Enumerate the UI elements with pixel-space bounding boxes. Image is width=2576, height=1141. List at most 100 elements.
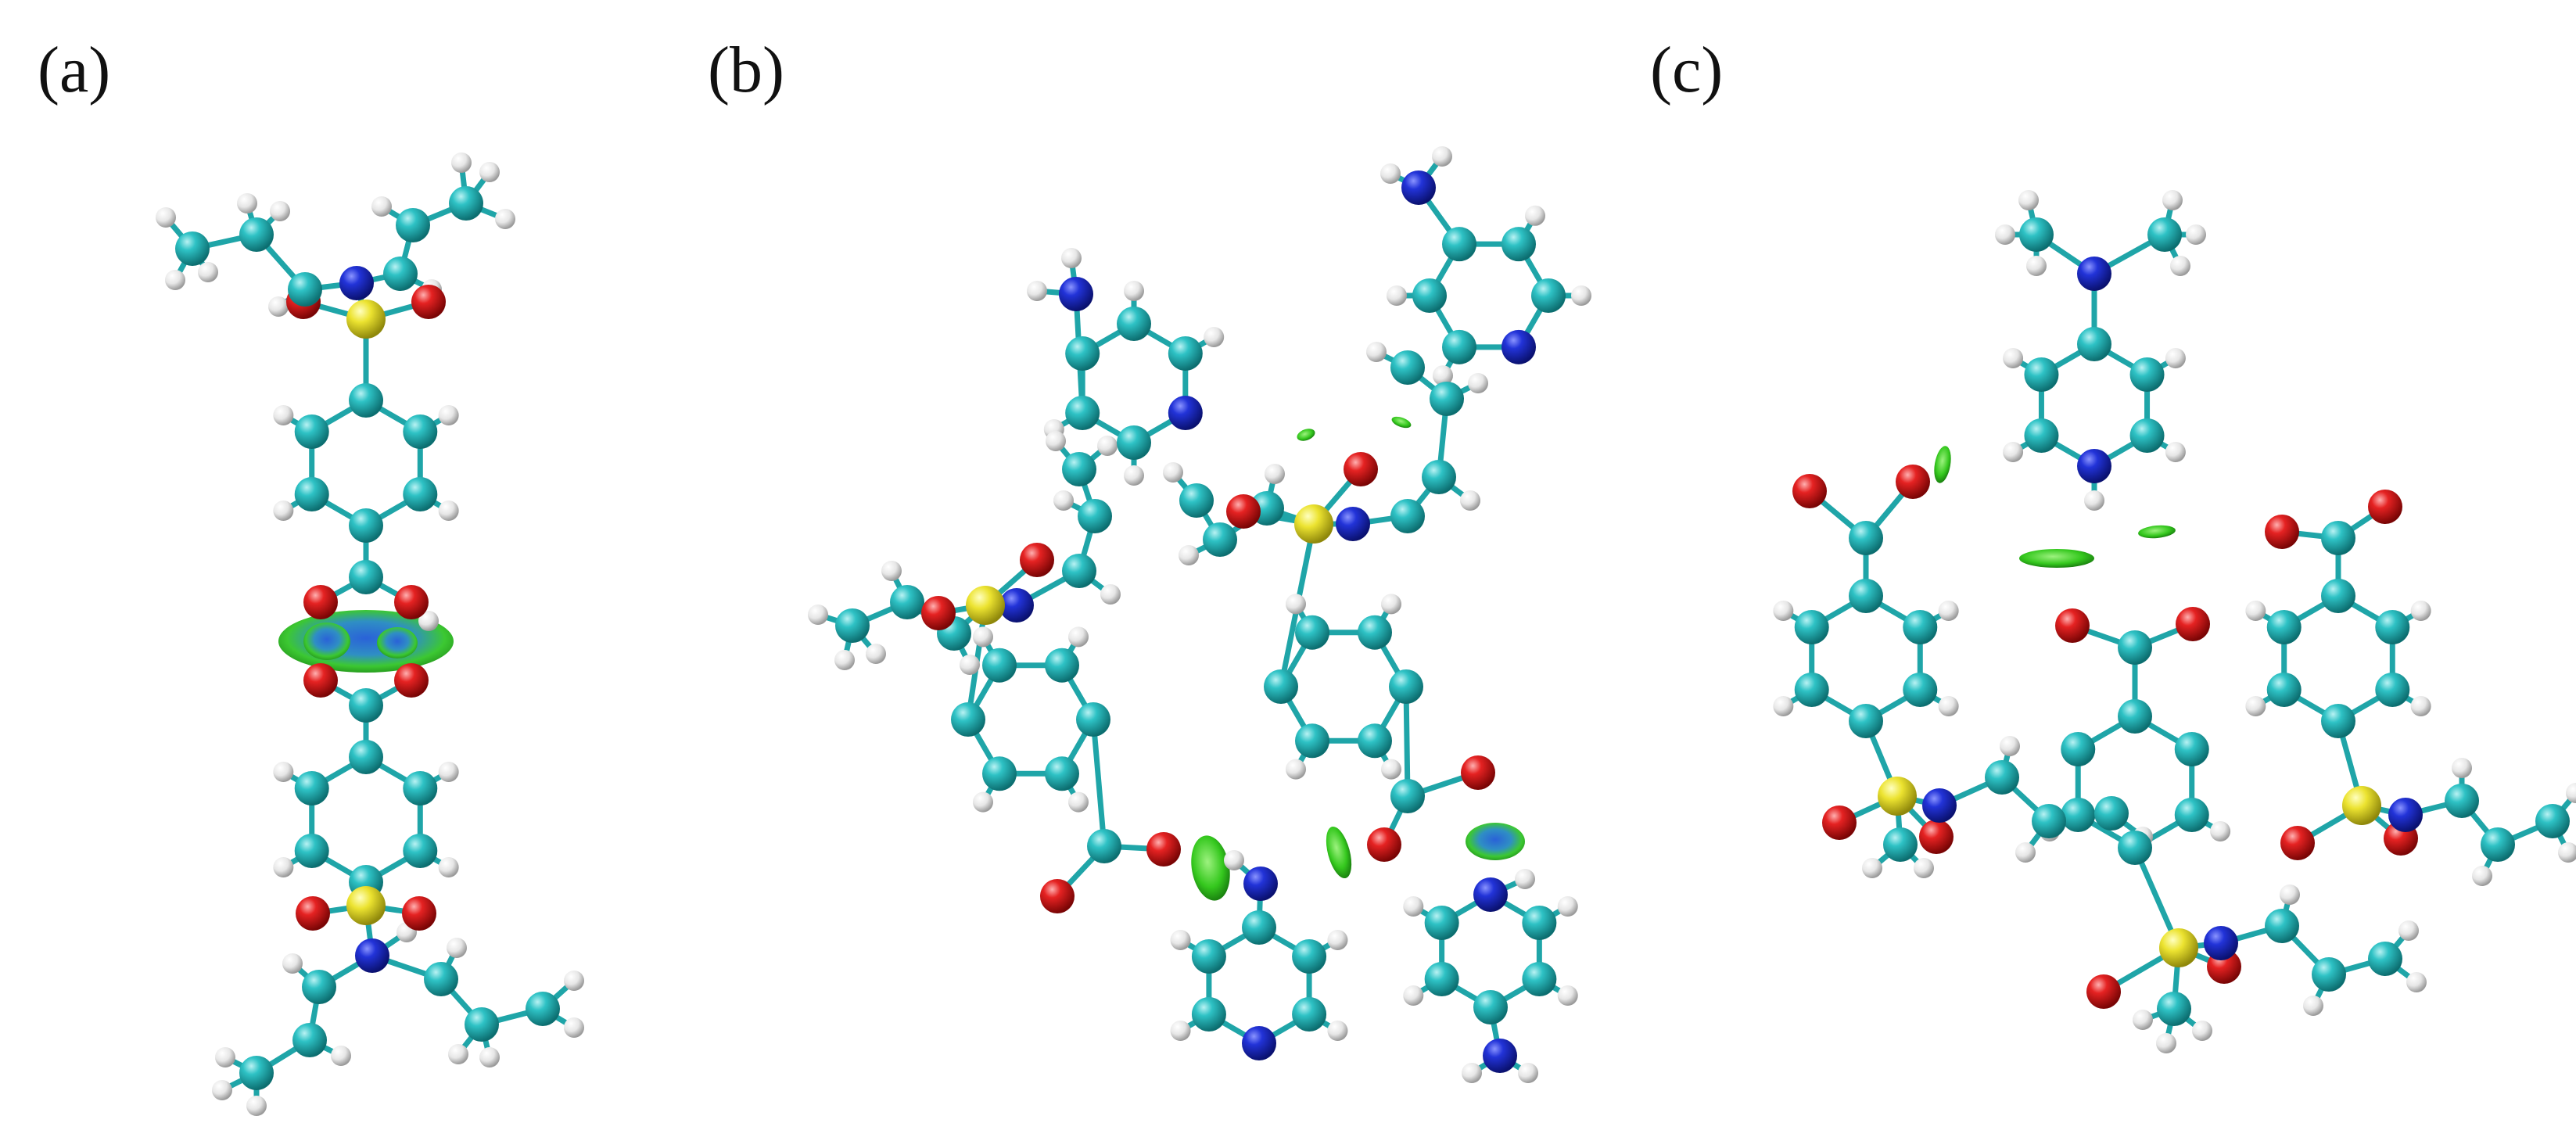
hydrogen-atom: [438, 405, 459, 425]
hydrogen-atom: [1433, 365, 1453, 386]
nitrogen-atom: [2077, 449, 2111, 483]
carbon-atom: [2321, 579, 2355, 613]
hydrogen-atom: [198, 262, 218, 282]
sulfur-atom: [966, 586, 1005, 625]
hydrogen-atom: [1914, 858, 1934, 878]
carbon-atom: [294, 414, 329, 449]
nitrogen-atom: [1401, 170, 1436, 205]
carbon-atom: [1168, 336, 1203, 371]
nitrogen-atom: [1922, 788, 1957, 823]
carbon-atom: [1264, 669, 1298, 704]
nci-isosurface: [1326, 826, 1352, 879]
hydrogen-atom: [2018, 190, 2039, 210]
hydrogen-atom: [2558, 842, 2576, 863]
carbon-atom: [1117, 307, 1151, 341]
carbon-atom: [2094, 796, 2129, 831]
carbon-atom: [396, 208, 430, 242]
carbon-atom: [1045, 756, 1079, 791]
carbon-atom: [2129, 418, 2165, 453]
oxygen-atom: [1367, 827, 1401, 862]
hydrogen-atom: [1327, 930, 1348, 950]
carbon-atom: [2147, 217, 2182, 252]
hydrogen-atom: [1403, 896, 1424, 917]
carbon-atom: [2174, 732, 2209, 766]
hydrogen-atom: [2162, 190, 2183, 210]
nitrogen-atom: [2388, 798, 2423, 832]
carbon-atom: [1078, 499, 1112, 533]
hydrogen-atom: [1061, 248, 1082, 268]
carbon-atom: [1358, 723, 1392, 759]
oxygen-atom: [411, 285, 446, 319]
oxygen-atom: [2265, 515, 2299, 549]
oxygen-atom: [1020, 543, 1054, 577]
hydrogen-atom: [1557, 896, 1578, 917]
hydrogen-atom: [1366, 342, 1387, 362]
sulfur-atom: [2159, 928, 2198, 967]
oxygen-atom: [2055, 608, 2090, 643]
nitrogen-atom: [1059, 277, 1093, 311]
carbon-atom: [294, 834, 329, 868]
hydrogen-atom: [479, 162, 500, 182]
carbon-atom: [239, 217, 274, 252]
carbon-atom: [2368, 942, 2402, 976]
hydrogen-atom: [331, 1046, 351, 1066]
carbon-atom: [2061, 732, 2096, 766]
hydrogen-atom: [2026, 256, 2047, 276]
hydrogen-atom: [1163, 462, 1183, 483]
carbon-atom: [2077, 327, 2111, 361]
carbon-atom: [175, 231, 210, 266]
carbon-atom: [239, 1056, 274, 1090]
carbon-atom: [1390, 499, 1425, 533]
hydrogen-atom: [273, 501, 294, 521]
carbon-atom: [1045, 648, 1079, 683]
carbon-atom: [1903, 610, 1938, 644]
nitrogen-atom: [1483, 1039, 1517, 1073]
carbon-atom: [2024, 418, 2059, 453]
hydrogen-atom: [1068, 791, 1089, 813]
carbon-atom: [349, 740, 383, 774]
nci-isosurface: [2138, 525, 2176, 539]
carbon-atom: [1203, 522, 1237, 557]
carbon-atom: [2535, 804, 2570, 838]
carbon-atom: [1076, 702, 1110, 737]
carbon-atom: [1903, 673, 1938, 707]
hydrogen-atom: [2133, 1010, 2153, 1030]
hydrogen-atom: [881, 561, 902, 581]
carbon-atom: [1191, 997, 1226, 1032]
hydrogen-atom: [2186, 224, 2206, 245]
hydrogen-atom: [1380, 163, 1401, 184]
carbon-atom: [1794, 610, 1829, 644]
carbon-atom: [349, 688, 383, 723]
oxygen-atom: [2176, 607, 2210, 641]
carbon-atom: [1424, 962, 1459, 996]
carbon-atom: [2266, 610, 2302, 644]
oxygen-atom: [2280, 826, 2315, 860]
carbon-atom: [403, 477, 438, 511]
bond: [1090, 716, 1107, 849]
oxygen-atom: [2086, 974, 2121, 1009]
carbon-atom: [403, 771, 438, 806]
hydrogen-atom: [2165, 442, 2186, 462]
carbon-atom: [349, 560, 383, 594]
carbon-atom: [1295, 615, 1329, 650]
hydrogen-atom: [1381, 759, 1401, 780]
hydrogen-atom: [1995, 224, 2015, 245]
sulfur-atom: [346, 886, 386, 925]
hydrogen-atom: [270, 201, 290, 221]
hydrogen-atom: [1100, 584, 1121, 605]
carbon-atom: [1849, 704, 1883, 738]
carbon-atom: [1422, 460, 1456, 494]
hydrogen-atom: [273, 405, 294, 425]
nitrogen-atom: [1501, 329, 1536, 364]
hydrogen-atom: [1068, 626, 1089, 648]
hydrogen-atom: [2084, 490, 2104, 511]
carbon-atom: [1442, 329, 1476, 364]
isosurface-layer: [278, 416, 2176, 901]
carbon-atom: [1242, 910, 1276, 945]
oxygen-atom: [1461, 755, 1495, 790]
hydrogen-atom: [1124, 465, 1144, 486]
oxygen-atom: [1040, 879, 1075, 913]
carbon-atom: [2118, 699, 2152, 734]
hydrogen-atom: [973, 791, 993, 813]
